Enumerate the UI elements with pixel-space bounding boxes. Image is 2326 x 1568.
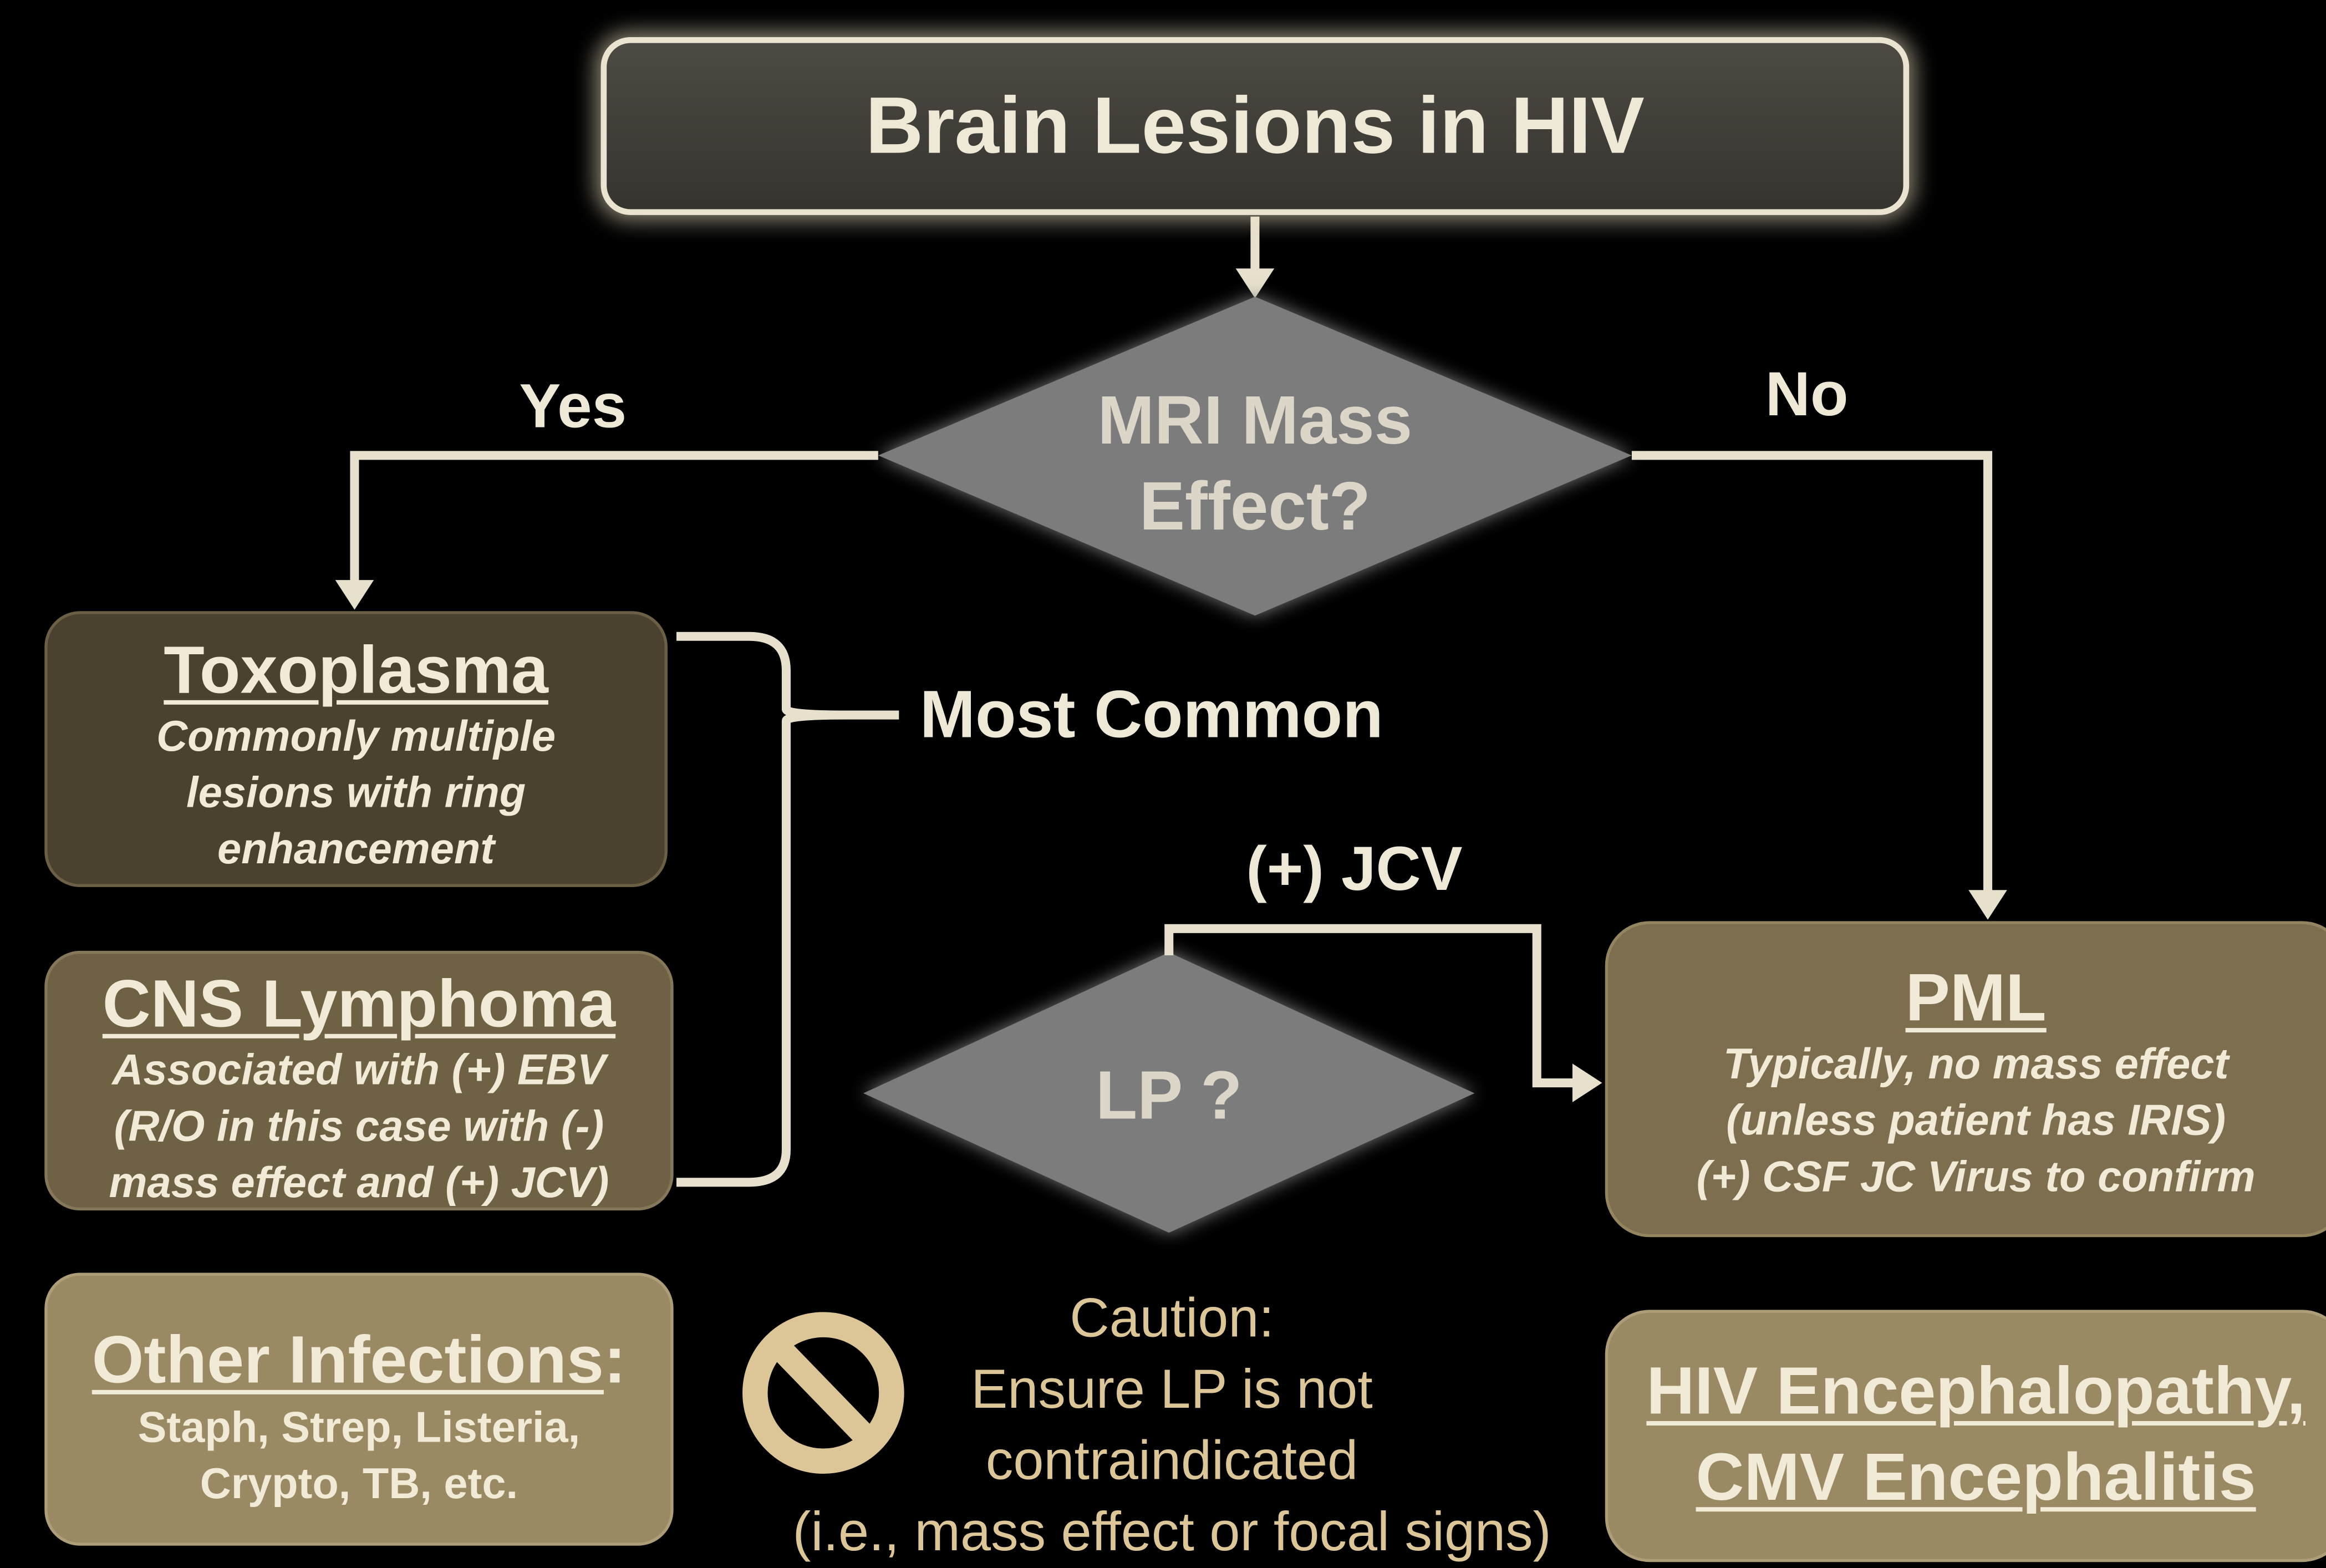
arrow-jcv-path bbox=[1164, 924, 1576, 1088]
caution-note: Caution: Ensure LP is not contraindicate… bbox=[756, 1283, 1587, 1568]
toxoplasma-heading: Toxoplasma bbox=[164, 632, 548, 708]
decision-diamond-mri bbox=[878, 297, 1632, 616]
arrow-yes-path bbox=[350, 451, 878, 586]
other-infections-line-2: Crypto, TB, etc. bbox=[200, 1461, 518, 1509]
cns-lymphoma-line-3: mass effect and (+) JCV) bbox=[109, 1160, 609, 1208]
lp-decision-label: LP ? bbox=[1050, 1056, 1287, 1133]
hiv-encephalopathy-line-1: HIV Encephalopathy, bbox=[1646, 1352, 2305, 1429]
no-entry-icon bbox=[742, 1312, 904, 1474]
page-title: Brain Lesions in HIV bbox=[865, 82, 1645, 171]
most-common-brace bbox=[676, 632, 899, 1187]
pml-heading: PML bbox=[1905, 959, 2047, 1036]
most-common-label: Most Common bbox=[919, 676, 1383, 752]
other-infections-colon: : bbox=[603, 1321, 627, 1398]
toxoplasma-box: Toxoplasma Commonly multiple lesions wit… bbox=[44, 611, 668, 887]
caution-line-2: Ensure LP is not bbox=[971, 1358, 1373, 1420]
other-infections-heading: Other Infections bbox=[91, 1321, 604, 1398]
arrow-head-yes bbox=[335, 580, 374, 610]
cns-lymphoma-heading: CNS Lymphoma bbox=[102, 965, 616, 1042]
other-infections-line-1: Staph, Strep, Listeria, bbox=[138, 1404, 581, 1453]
hiv-encephalopathy-box: HIV Encephalopathy, CMV Encephalitis bbox=[1605, 1310, 2326, 1562]
title-box: Brain Lesions in HIV bbox=[600, 37, 1910, 215]
decision-diamond-lp bbox=[863, 952, 1475, 1233]
other-infections-heading-row: Other Infections: bbox=[48, 1320, 671, 1400]
caution-line-3: contraindicated bbox=[985, 1430, 1358, 1491]
other-infections-box: Other Infections: Staph, Strep, Listeria… bbox=[44, 1272, 674, 1546]
toxoplasma-line-2: lesions with ring bbox=[186, 770, 526, 818]
mri-decision-label: MRI Mass Effect? bbox=[1077, 377, 1433, 549]
cns-lymphoma-box: CNS Lymphoma Associated with (+) EBV (R/… bbox=[44, 950, 674, 1211]
caution-line-4: (i.e., mass effect or focal signs) bbox=[792, 1501, 1551, 1562]
pml-line-3: (+) CSF JC Virus to confirm bbox=[1696, 1154, 2256, 1202]
pml-line-2: (unless patient has IRIS) bbox=[1726, 1097, 2226, 1146]
arrow-no-path bbox=[1631, 451, 1993, 896]
hiv-encephalopathy-line-2: CMV Encephalitis bbox=[1696, 1439, 2256, 1515]
mri-label-line1: MRI Mass bbox=[1097, 381, 1413, 459]
pml-line-1: Typically, no mass effect bbox=[1723, 1041, 2229, 1089]
toxoplasma-line-3: enhancement bbox=[217, 826, 495, 874]
branch-no-label: No bbox=[1765, 359, 1849, 429]
arrow-head-jcv bbox=[1572, 1063, 1602, 1102]
jcv-label: (+) JCV bbox=[1246, 833, 1463, 904]
caution-line-1: Caution: bbox=[1070, 1287, 1274, 1348]
branch-yes-label: Yes bbox=[519, 370, 627, 441]
arrow-head-mri bbox=[1235, 268, 1275, 298]
lp-label-text: LP ? bbox=[1095, 1056, 1243, 1134]
toxoplasma-line-1: Commonly multiple bbox=[156, 713, 556, 761]
pml-box: PML Typically, no mass effect (unless pa… bbox=[1605, 921, 2326, 1238]
cns-lymphoma-line-2: (R/O in this case with (-) bbox=[114, 1103, 604, 1152]
mri-label-line2: Effect? bbox=[1139, 467, 1371, 544]
arrow-head-no bbox=[1968, 890, 2007, 920]
cns-lymphoma-line-1: Associated with (+) EBV bbox=[112, 1047, 606, 1095]
